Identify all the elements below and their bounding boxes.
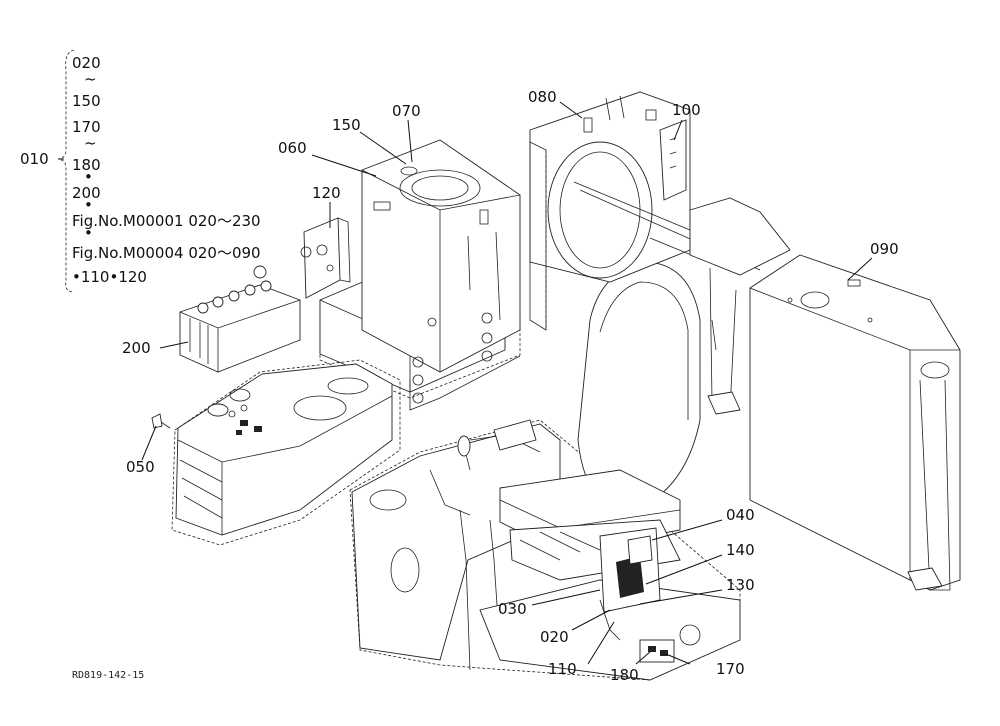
callout-150: 150 <box>332 116 361 134</box>
assembly-brace <box>57 49 75 293</box>
assembly-entry: •110•120 <box>72 268 147 286</box>
callout-110: 110 <box>548 660 577 678</box>
bracket-120-drawing <box>300 217 351 299</box>
callout-050: 050 <box>126 458 155 476</box>
callout-140: 140 <box>726 541 755 559</box>
callout-130: 130 <box>726 576 755 594</box>
callout-120: 120 <box>312 184 341 202</box>
seat-stand-drawing <box>319 139 521 411</box>
assembly-entry: 180 <box>72 156 101 174</box>
callout-020: 020 <box>540 628 569 646</box>
assembly-entry: ~ <box>84 70 97 88</box>
assembly-entry: 150 <box>72 92 101 110</box>
callout-080: 080 <box>528 88 557 106</box>
callout-170: 170 <box>716 660 745 678</box>
operator-seat-drawing <box>349 261 741 681</box>
drawing-code: RD819-142-15 <box>72 670 144 681</box>
assembly-entry: 020 <box>72 54 101 72</box>
assembly-entry: • <box>84 168 93 186</box>
callout-100: 100 <box>672 101 701 119</box>
assembly-entry: • <box>84 196 93 214</box>
left-console-drawing <box>151 359 401 546</box>
callout-030: 030 <box>498 600 527 618</box>
callout-060: 060 <box>278 139 307 157</box>
assembly-entry: 200 <box>72 184 101 202</box>
battery-200-drawing <box>179 265 301 373</box>
assembly-entry: Fig.No.M00001 020～230 <box>72 212 261 230</box>
callout-180: 180 <box>610 666 639 684</box>
assembly-entry: • <box>84 224 93 242</box>
callout-070: 070 <box>392 102 421 120</box>
callout-090: 090 <box>870 240 899 258</box>
assembly-entry: 170 <box>72 118 101 136</box>
panel-090-drawing <box>749 254 961 591</box>
assembly-entry: Fig.No.M00004 020～090 <box>72 244 261 262</box>
leader-lines <box>141 101 873 665</box>
frame-080-drawing <box>529 91 791 415</box>
callout-labels: 150 070 060 120 080 100 090 200 050 040 … <box>122 88 899 684</box>
assembly-root-label: 010 <box>20 150 49 168</box>
callout-200: 200 <box>122 339 151 357</box>
assembly-entry: ~ <box>84 134 97 152</box>
callout-040: 040 <box>726 506 755 524</box>
